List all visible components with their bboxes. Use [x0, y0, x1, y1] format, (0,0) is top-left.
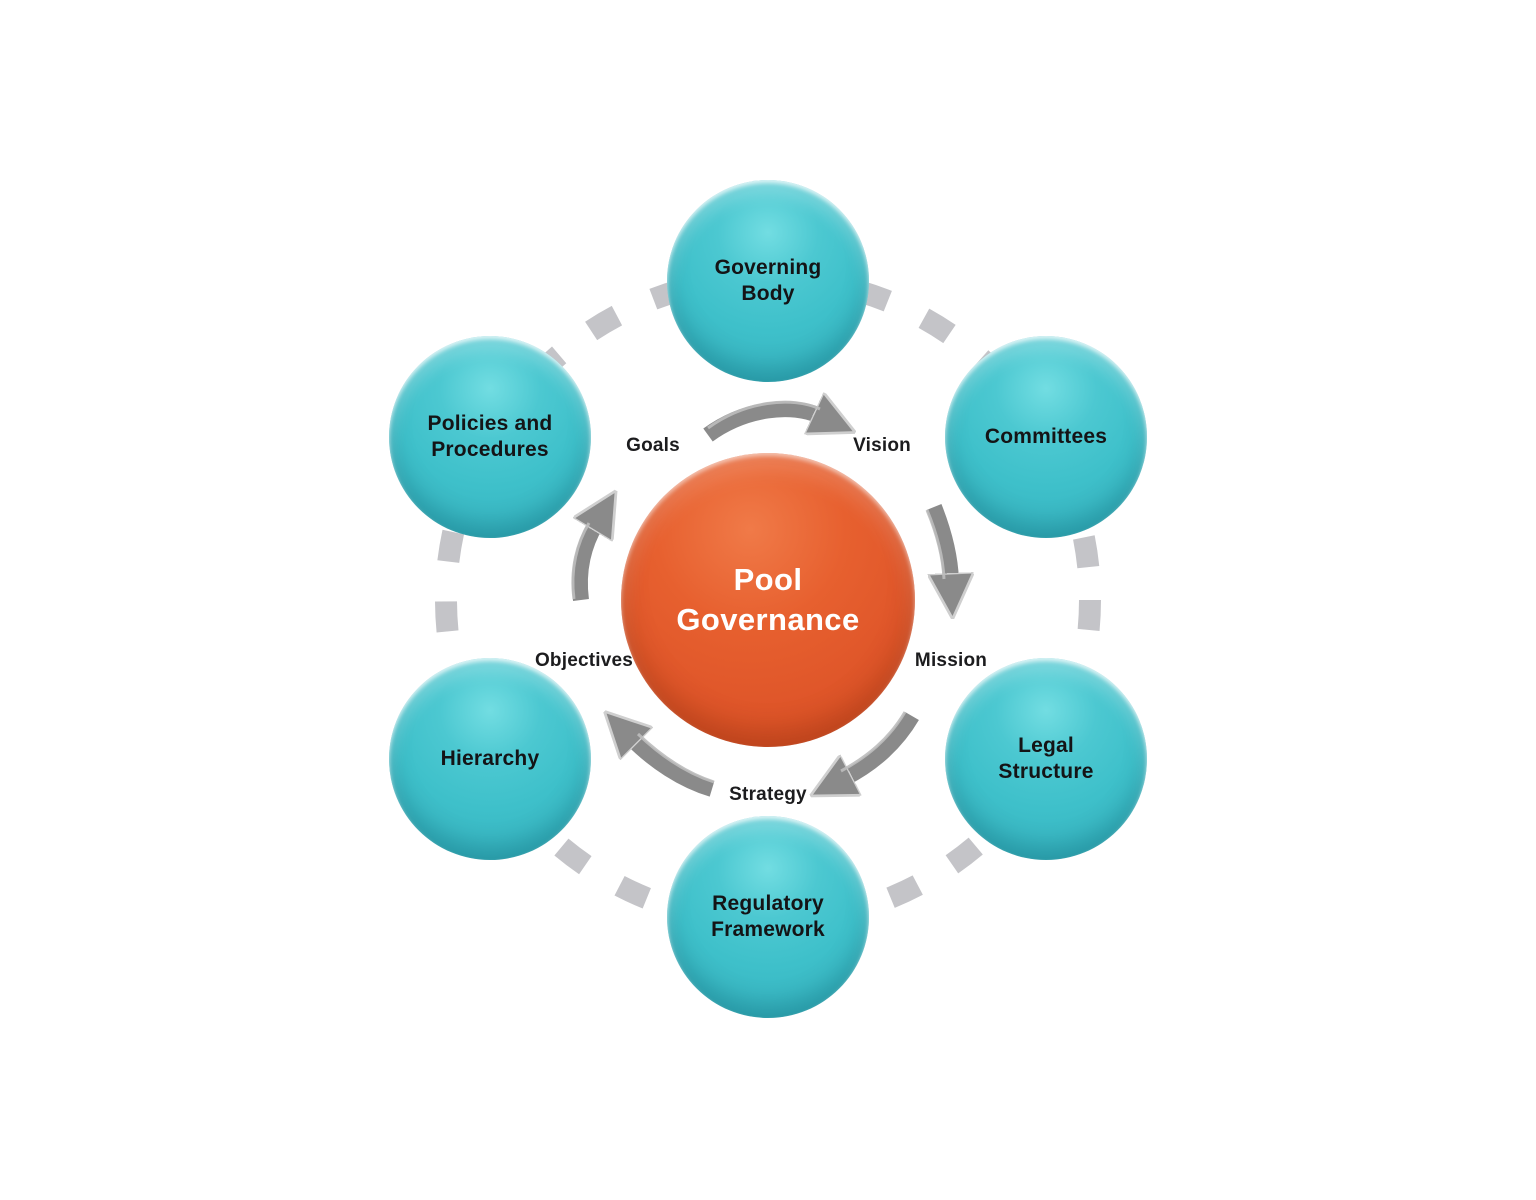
arrow-highlight — [707, 400, 821, 430]
curved-arrow-right-icon — [926, 504, 951, 580]
curved-arrow-bottom-left-icon — [632, 739, 715, 797]
curved-arrow-top-icon — [703, 409, 820, 442]
node-label: Policies and Procedures — [427, 412, 553, 461]
node-label: Committees — [984, 425, 1108, 449]
node-hierarchy: Hierarchy — [389, 658, 591, 860]
node-committees: Committees — [945, 336, 1147, 538]
center-node-pool-governance: Pool Governance — [621, 453, 915, 747]
arrow-highlight — [636, 732, 715, 784]
node-policies-and-procedures: Policies and Procedures — [389, 336, 591, 538]
arrow-highlight — [925, 509, 946, 580]
arrow-highlight — [571, 522, 591, 600]
ring-label-goals: Goals — [626, 435, 680, 456]
node-label: Hierarchy — [440, 747, 540, 771]
node-regulatory-framework: Regulatory Framework — [667, 816, 869, 1018]
curved-arrow-bottom-right-icon — [845, 711, 919, 778]
node-label: Legal Structure — [998, 734, 1094, 783]
ring-label-strategy: Strategy — [729, 784, 807, 805]
node-label: Governing Body — [714, 256, 822, 305]
curved-arrow-left-icon — [571, 524, 596, 602]
center-node-label: Pool Governance — [676, 562, 860, 637]
ring-label-objectives: Objectives — [534, 650, 634, 671]
ring-label-vision: Vision — [853, 435, 911, 456]
node-legal-structure: Legal Structure — [945, 658, 1147, 860]
arrow-highlight — [840, 711, 907, 773]
ring-label-mission: Mission — [914, 650, 988, 671]
node-governing-body: Governing Body — [667, 180, 869, 382]
node-label: Regulatory Framework — [711, 892, 825, 941]
